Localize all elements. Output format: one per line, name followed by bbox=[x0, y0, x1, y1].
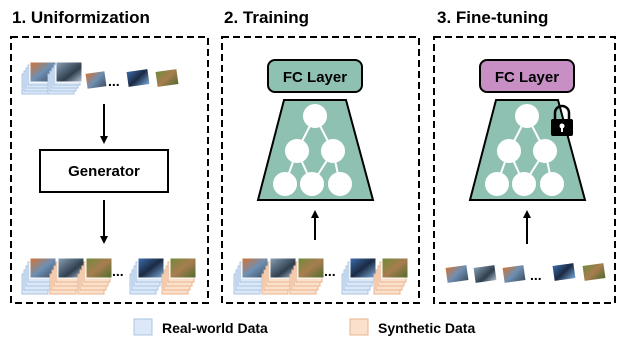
network-nodes-fine-tuning bbox=[485, 104, 564, 196]
mixed-image-stack-training: ... bbox=[233, 257, 409, 295]
real-images-fine-tuning: ... bbox=[444, 261, 607, 285]
fc-layer-label-fine-tuning: FC Layer bbox=[495, 69, 559, 86]
network-nodes-training bbox=[273, 104, 352, 196]
fc-layer-box-training bbox=[267, 59, 363, 93]
panel-title-training: 2. Training bbox=[224, 8, 309, 27]
panel-uniformization bbox=[10, 36, 209, 304]
mixed-image-stack-bottom: ... bbox=[21, 257, 197, 295]
legend-swatch-synthetic bbox=[349, 318, 369, 336]
real-image-stack-top bbox=[21, 61, 83, 95]
panel-training bbox=[221, 36, 420, 304]
legend-label-synthetic: Synthetic Data bbox=[378, 320, 475, 336]
fc-layer-label-training: FC Layer bbox=[283, 69, 347, 86]
generator-label: Generator bbox=[68, 163, 140, 180]
legend-swatch-real bbox=[133, 318, 153, 336]
sample-images-top: ... bbox=[84, 67, 180, 90]
ellipsis: ... bbox=[530, 267, 542, 283]
ellipsis: ... bbox=[324, 263, 336, 279]
ellipsis: ... bbox=[108, 73, 120, 89]
lock-icon bbox=[551, 104, 573, 136]
fc-layer-box-fine-tuning bbox=[479, 59, 575, 93]
panel-title-uniformization: 1. Uniformization bbox=[12, 8, 150, 27]
legend-label-real: Real-world Data bbox=[162, 320, 268, 336]
generator-box bbox=[39, 149, 169, 193]
ellipsis: ... bbox=[112, 263, 124, 279]
panel-title-fine-tuning: 3. Fine-tuning bbox=[437, 8, 548, 27]
panel-fine-tuning bbox=[433, 36, 616, 304]
